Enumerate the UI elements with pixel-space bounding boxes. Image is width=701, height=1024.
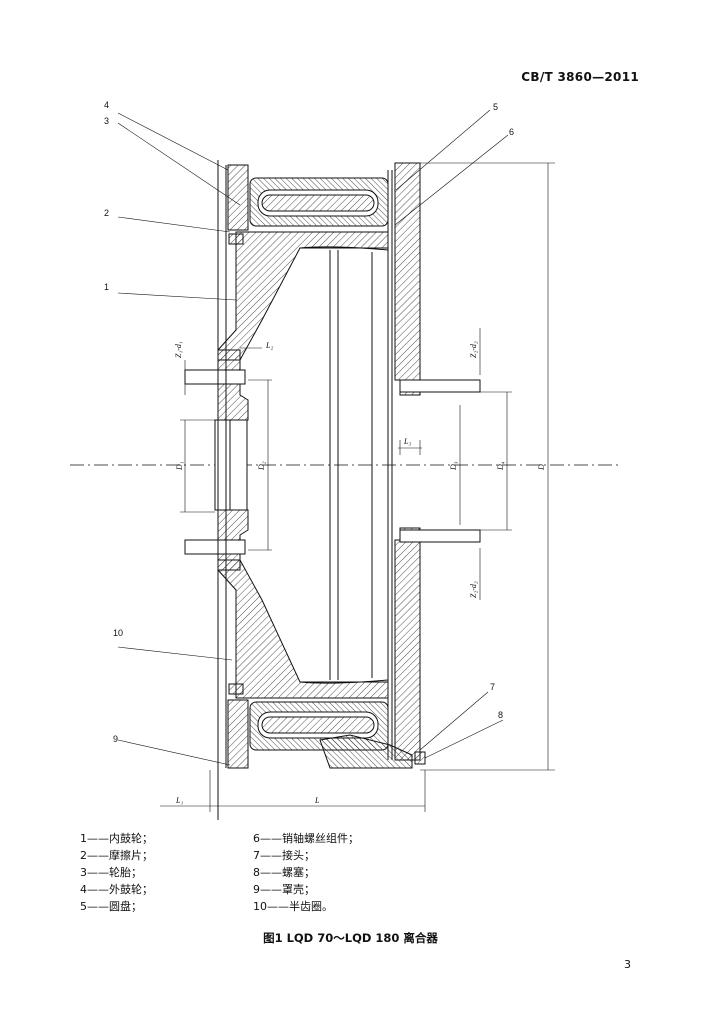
bolt-top bbox=[228, 233, 244, 245]
dim-D: D bbox=[537, 464, 546, 471]
legend-item: 9——罩壳； bbox=[253, 883, 315, 896]
right-disc-upper bbox=[394, 162, 421, 396]
inner-drum-upper bbox=[217, 231, 389, 361]
standard-code: CB/T 3860—2011 bbox=[521, 70, 639, 84]
right-disc-lower bbox=[394, 527, 421, 761]
legend-item: 7——接头； bbox=[253, 849, 315, 862]
dim-D3: D₃ bbox=[449, 461, 458, 471]
callout-2: 2 bbox=[104, 208, 109, 218]
callout-5: 5 bbox=[493, 102, 498, 112]
joint bbox=[319, 734, 413, 769]
legend-right: 6——销轴螺丝组件； 7——接头； 8——螺塞； 9——罩壳； 10——半齿圈。 bbox=[253, 830, 359, 915]
dim-Z1-d1: Z₁-d₁ bbox=[174, 341, 183, 358]
callout-10: 10 bbox=[113, 628, 123, 638]
outer-drum-bottom bbox=[227, 699, 249, 769]
dim-L3: L₃ bbox=[403, 437, 411, 446]
callout-7: 7 bbox=[490, 682, 495, 692]
dim-L1: L₁ bbox=[175, 796, 183, 805]
dim-D4: D₄ bbox=[496, 461, 505, 471]
bolt-bottom bbox=[228, 683, 244, 695]
legend-item: 6——销轴螺丝组件； bbox=[253, 832, 359, 845]
outer-drum-top bbox=[227, 164, 249, 231]
dim-Z2-d2-bottom: Z₂-d₂ bbox=[469, 581, 478, 598]
dim-L: L bbox=[314, 796, 320, 805]
callout-8: 8 bbox=[498, 710, 503, 720]
inner-drum-lower bbox=[217, 559, 389, 699]
legend-item: 8——螺塞； bbox=[253, 866, 315, 879]
callout-6: 6 bbox=[509, 127, 514, 137]
callout-1: 1 bbox=[104, 282, 109, 292]
legend-item: 4——外鼓轮； bbox=[80, 883, 153, 896]
legend-item: 2——摩擦片； bbox=[80, 849, 153, 862]
dim-D1: D₁ bbox=[175, 461, 184, 471]
legend-left: 1——内鼓轮； 2——摩擦片； 3——轮胎； 4——外鼓轮； 5——圆盘； bbox=[80, 830, 153, 915]
callout-4: 4 bbox=[104, 100, 109, 110]
legend-item: 3——轮胎； bbox=[80, 866, 142, 879]
legend-item: 1——内鼓轮； bbox=[80, 832, 153, 845]
hub-bore bbox=[214, 419, 248, 511]
clutch-drawing: 4 3 2 1 5 6 10 9 7 8 L₁ L L₂ L₃ D D₁ D₂ … bbox=[70, 100, 620, 820]
dim-Z2-d2-top: Z₂-d₂ bbox=[469, 341, 478, 358]
legend-item: 10——半齿圈。 bbox=[253, 900, 333, 913]
figure-caption: 图1 LQD 70～LQD 180 离合器 bbox=[263, 931, 438, 945]
dim-L2: L₂ bbox=[265, 341, 273, 350]
callout-3: 3 bbox=[104, 116, 109, 126]
callout-9: 9 bbox=[113, 734, 118, 744]
hub-upper bbox=[217, 349, 249, 421]
legend-item: 5——圆盘； bbox=[80, 900, 142, 913]
dim-D2: D₂ bbox=[257, 461, 266, 471]
page-number: 3 bbox=[624, 958, 631, 971]
